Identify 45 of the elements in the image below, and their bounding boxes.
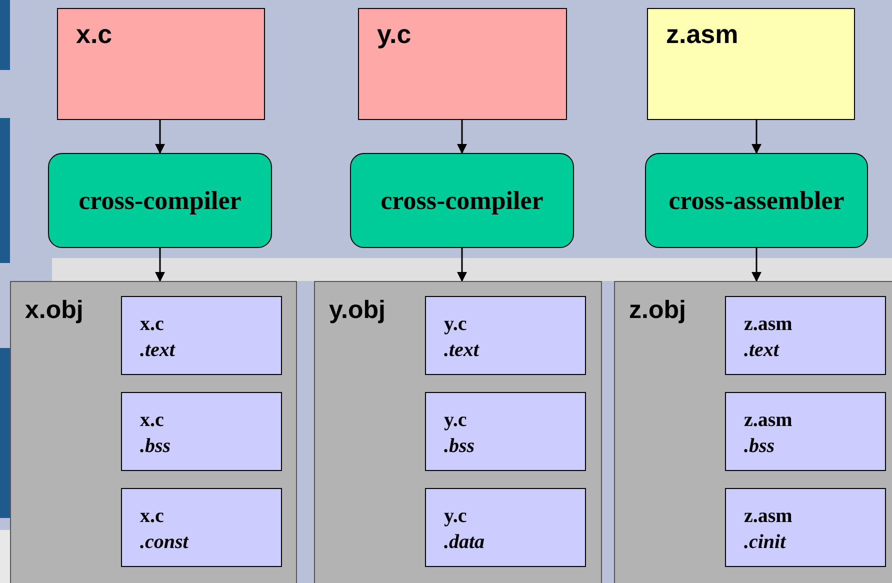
section-box xyxy=(121,392,282,471)
file-name: z.asm xyxy=(744,312,794,337)
source-file-box: z.asm xyxy=(647,8,855,120)
file-name: x.c xyxy=(140,504,165,529)
tool-box: cross-compiler xyxy=(350,153,574,248)
section-box xyxy=(121,488,282,567)
section-box xyxy=(725,488,886,567)
arrow xyxy=(752,120,762,154)
section-box xyxy=(425,296,586,375)
object-file-panel xyxy=(614,281,892,583)
arrow xyxy=(155,120,165,154)
source-file-box: y.c xyxy=(358,8,567,120)
section-name: .cinit xyxy=(744,530,788,555)
object-file-panel xyxy=(10,281,297,583)
file-name: y.c xyxy=(444,312,468,337)
section-box xyxy=(725,392,886,471)
section-box xyxy=(425,392,586,471)
section-name: .text xyxy=(744,338,780,363)
panel-title: y.obj xyxy=(329,296,386,324)
file-name: x.c xyxy=(140,312,165,337)
tool-box: cross-assembler xyxy=(645,153,868,248)
section-name: .bss xyxy=(744,434,776,459)
arrow xyxy=(457,248,467,282)
object-file-panel xyxy=(314,281,602,583)
section-box xyxy=(725,296,886,375)
section-name: .bss xyxy=(444,434,476,459)
section-name: .text xyxy=(444,338,480,363)
file-name: z.asm xyxy=(744,408,794,433)
source-file-box: x.c xyxy=(57,8,265,120)
panel-title: z.obj xyxy=(629,296,686,324)
section-name: .const xyxy=(140,530,190,555)
file-name: z.asm xyxy=(744,504,794,529)
section-name: .data xyxy=(444,530,486,555)
file-name: y.c xyxy=(444,504,468,529)
arrow xyxy=(457,120,467,154)
section-name: .bss xyxy=(140,434,172,459)
tool-box: cross-compiler xyxy=(48,153,272,248)
section-name: .text xyxy=(140,338,176,363)
panel-title: x.obj xyxy=(25,296,84,324)
file-name: y.c xyxy=(444,408,468,433)
file-name: x.c xyxy=(140,408,165,433)
arrow xyxy=(155,248,165,282)
section-box xyxy=(425,488,586,567)
arrow xyxy=(752,248,762,282)
section-box xyxy=(121,296,282,375)
